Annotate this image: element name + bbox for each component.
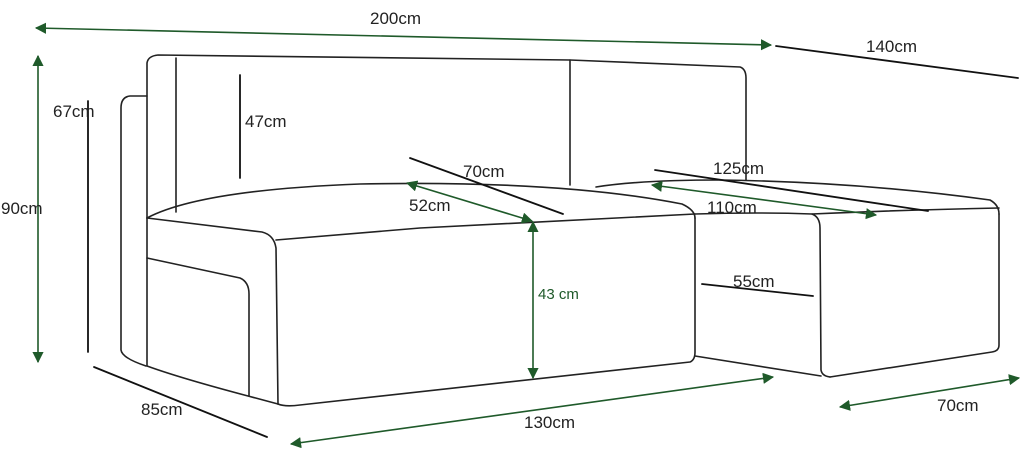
- left-base-panel: [146, 257, 250, 397]
- left-side-panel: [120, 95, 148, 367]
- back-cushion-right: [569, 59, 747, 181]
- label-chaise-outer-length: 125cm: [713, 159, 765, 178]
- label-overall-width: 200cm: [370, 9, 422, 28]
- label-chaise-inner-length: 110cm: [707, 198, 757, 217]
- label-chaise-width: 70cm: [937, 396, 979, 415]
- label-main-width: 130cm: [524, 413, 576, 432]
- line-85cm: [93, 366, 268, 438]
- left-seat-front-top: [146, 217, 279, 405]
- label-chaise-height: 55cm: [733, 272, 775, 291]
- label-backrest-height: 47cm: [245, 112, 287, 131]
- arrow-110cm: [650, 180, 878, 220]
- label-side-height: 67cm: [53, 102, 95, 121]
- dimension-arrows: [32, 22, 1020, 449]
- arrow-52cm: [405, 180, 534, 224]
- left-seat-front-edge: [275, 213, 696, 241]
- label-depth: 85cm: [141, 400, 183, 419]
- label-seat-depth-inner: 52cm: [409, 196, 451, 215]
- arrow-200cm: [34, 22, 773, 51]
- arrow-70cm-chaise: [838, 374, 1020, 411]
- chaise-front-edge: [811, 207, 1000, 215]
- reference-lines: [87, 45, 1019, 438]
- back-cushion-left: [146, 54, 571, 219]
- arrow-130cm: [289, 372, 775, 449]
- label-chaise-length: 140cm: [866, 37, 918, 56]
- chaise-bottom: [694, 355, 822, 377]
- left-base: [146, 217, 279, 405]
- label-overall-height: 90cm: [1, 199, 43, 218]
- sofa-outline: [120, 54, 1000, 407]
- label-seat-depth-outer: 70cm: [463, 162, 505, 181]
- left-seat-front-bottom: [277, 217, 696, 407]
- line-140cm: [775, 45, 1019, 79]
- line-55cm: [701, 283, 814, 297]
- label-seat-height: 43 cm: [538, 286, 579, 303]
- chaise-right-side: [829, 213, 1000, 378]
